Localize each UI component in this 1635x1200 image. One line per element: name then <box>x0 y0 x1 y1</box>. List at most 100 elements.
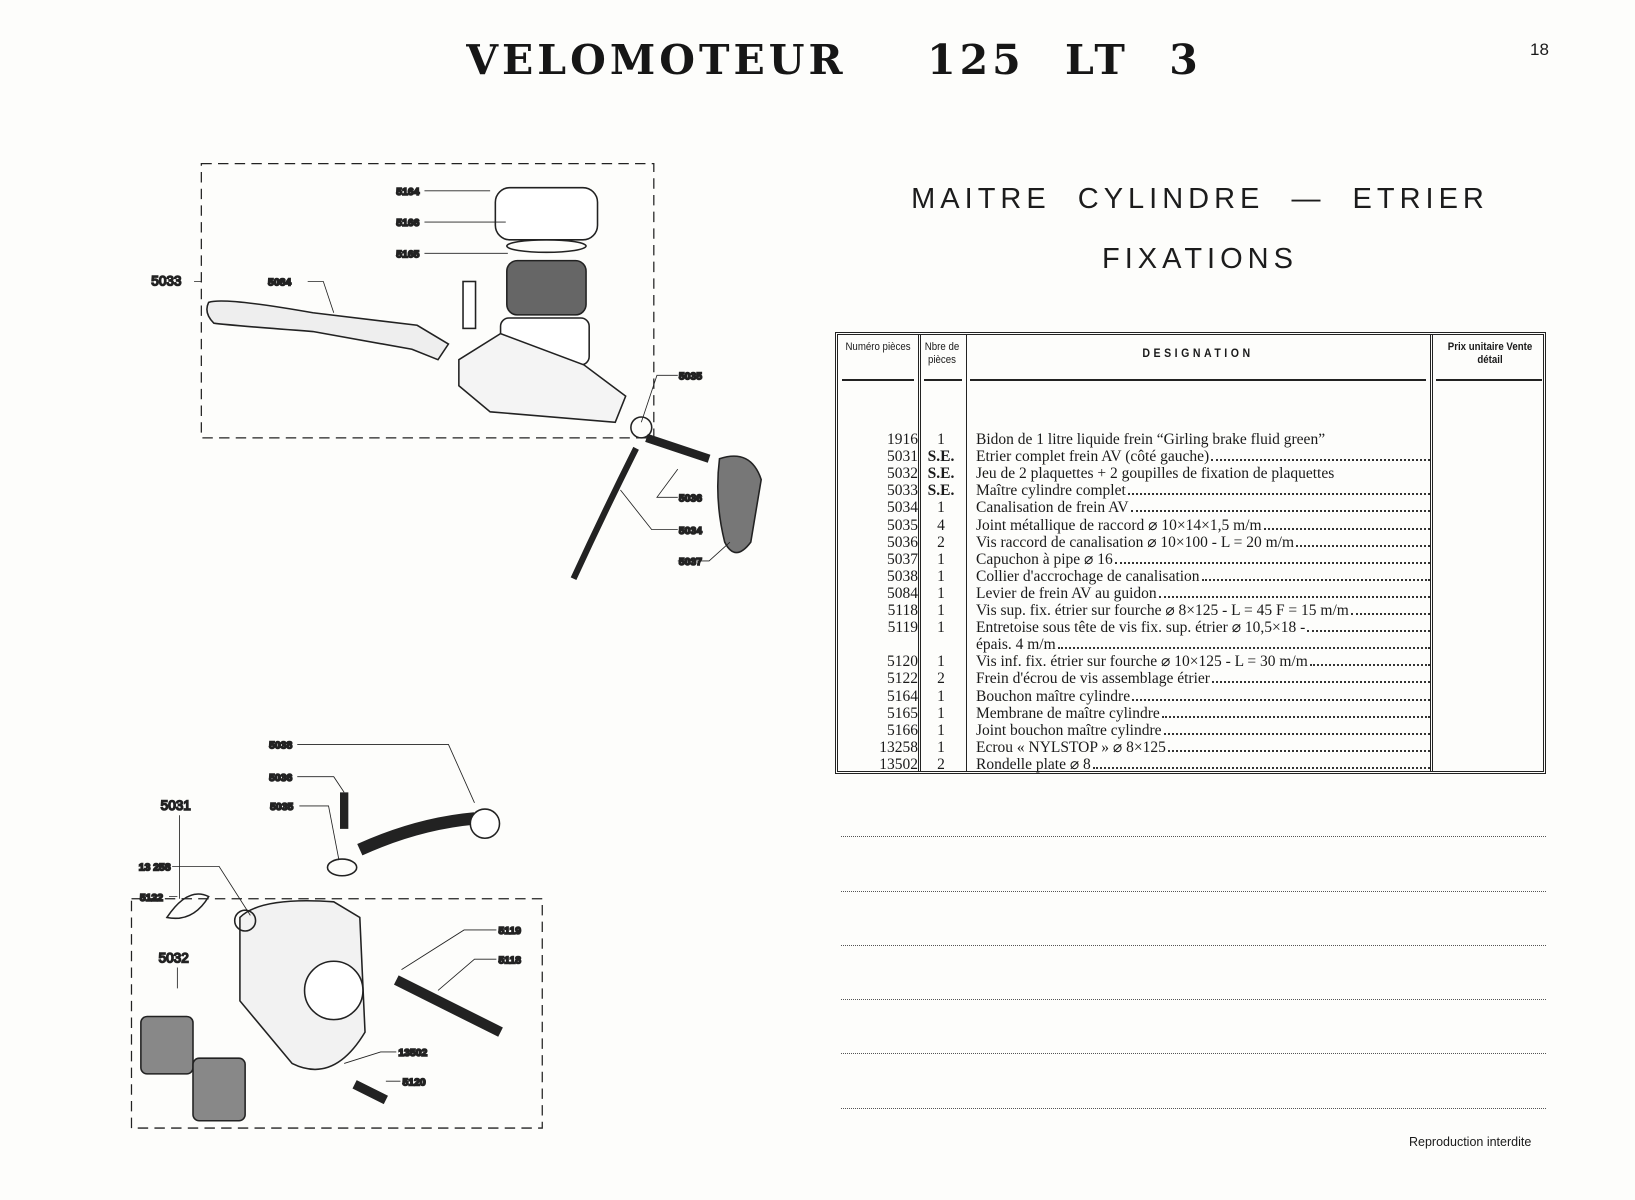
part-designation: épais. 4 m/m <box>976 636 1430 653</box>
designation-text: Levier de frein AV au guidon <box>976 584 1157 602</box>
part-number: 5033 <box>887 482 918 500</box>
part-quantity: 1 <box>937 653 945 671</box>
dot-leader <box>1296 534 1430 547</box>
part-number: 5038 <box>887 567 918 585</box>
dot-leader <box>1309 653 1430 667</box>
brake-pad <box>140 1015 194 1075</box>
lower-bolt <box>352 1080 388 1105</box>
designation-text: Membrane de maître cylindre <box>976 704 1160 722</box>
part-quantity: 2 <box>937 670 945 688</box>
part-quantity: 4 <box>937 516 945 534</box>
callout-5120: 5120 <box>403 1077 426 1088</box>
part-number: 5122 <box>887 670 918 688</box>
part-number: 5164 <box>887 687 918 705</box>
part-number: 5032 <box>887 465 918 483</box>
nylstop-nut <box>233 909 257 932</box>
designation-text: Capuchon à pipe ⌀ 16 <box>976 550 1113 568</box>
part-designation: Levier de frein AV au guidon <box>976 585 1430 602</box>
part-number: 5034 <box>887 499 918 517</box>
part-quantity: 1 <box>937 687 945 705</box>
part-quantity: 1 <box>937 721 945 739</box>
blank-line <box>841 945 1546 946</box>
part-quantity: 1 <box>937 499 945 517</box>
section-subtitle: FIXATIONS <box>1102 243 1298 275</box>
header-quantity: Nbre de pièces <box>924 341 960 366</box>
reservoir-cap <box>494 186 599 241</box>
dot-leader <box>1057 636 1430 650</box>
part-number: 1916 <box>887 431 918 448</box>
designation-text: Vis inf. fix. étrier sur fourche ⌀ 10×12… <box>976 653 1308 671</box>
brake-pad <box>192 1057 246 1122</box>
callout-5122: 5122 <box>140 893 163 904</box>
part-number: 5037 <box>887 550 918 568</box>
dot-leader <box>1211 448 1430 462</box>
designation-text: Jeu de 2 plaquettes + 2 goupilles de fix… <box>976 465 1335 483</box>
callout-5166: 5166 <box>396 218 419 229</box>
dot-leader <box>1263 517 1430 530</box>
part-designation: Capuchon à pipe ⌀ 16 <box>976 551 1430 568</box>
caliper-diagram: 5038 5036 5035 5031 13 258 5122 5032 511… <box>130 740 543 1129</box>
page-number: 18 <box>1530 40 1549 59</box>
column-divider <box>918 335 921 771</box>
part-number: 13258 <box>879 738 918 756</box>
part-designation: Joint bouchon maître cylindre <box>976 722 1430 739</box>
dot-leader <box>1130 499 1430 513</box>
part-designation: Joint métallique de raccord ⌀ 10×14×1,5 … <box>976 517 1430 534</box>
callout-5034: 5034 <box>679 526 702 537</box>
part-designation: Collier d'accrochage de canalisation <box>976 568 1430 585</box>
designation-text: Canalisation de frein AV <box>976 499 1129 517</box>
part-designation: Bidon de 1 litre liquide frein “Girling … <box>976 431 1430 448</box>
dot-leader <box>1167 739 1430 752</box>
master-cylinder-diagram: 5164 5166 5165 5033 5084 5035 5036 5034 … <box>151 163 763 580</box>
callout-5031: 5031 <box>161 798 191 813</box>
blank-line <box>841 836 1546 837</box>
blank-line <box>841 999 1546 1000</box>
leader-lines <box>194 190 731 562</box>
part-designation: Maître cylindre complet <box>976 482 1430 499</box>
part-designation: Vis sup. fix. étrier sur fourche ⌀ 8×125… <box>976 602 1430 619</box>
designation-text: Frein d'écrou de vis assemblage étrier <box>976 670 1210 688</box>
part-number: 5036 <box>887 533 918 551</box>
upper-bolt <box>393 975 503 1037</box>
part-designation: Membrane de maître cylindre <box>976 705 1430 722</box>
part-quantity: 1 <box>937 704 945 722</box>
part-quantity: 1 <box>937 602 945 619</box>
designation-text: Ecrou « NYLSTOP » ⌀ 8×125 <box>976 738 1166 756</box>
designation-text: Rondelle plate ⌀ 8 <box>976 755 1091 773</box>
part-number: 5118 <box>887 602 918 619</box>
parts-table: Numéro pièces Nbre de pièces DESIGNATION… <box>835 332 1546 774</box>
cap-seal <box>506 239 587 254</box>
dot-leader <box>1132 688 1430 701</box>
table-row: épais. 4 m/m <box>838 636 1543 653</box>
union-bolt <box>645 433 711 463</box>
part-number: 5084 <box>887 584 918 602</box>
table-row: 5034 1 Canalisation de frein AV <box>838 499 1543 516</box>
brake-lever <box>206 300 450 361</box>
pivot-bolt <box>462 280 477 330</box>
header-rule <box>924 379 962 381</box>
callout-5036: 5036 <box>269 773 292 784</box>
part-designation: Jeu de 2 plaquettes + 2 goupilles de fix… <box>976 465 1430 482</box>
joint-washer <box>630 416 653 439</box>
designation-text: Collier d'accrochage de canalisation <box>976 567 1200 585</box>
table-row: 5035 4 Joint métallique de raccord ⌀ 10×14… <box>838 517 1543 534</box>
designation-text: Etrier complet frein AV (côté gauche) <box>976 448 1210 466</box>
callout-5035: 5035 <box>679 371 702 382</box>
blank-line <box>841 1108 1546 1109</box>
dot-leader <box>1127 482 1430 496</box>
part-designation: Etrier complet frein AV (côté gauche) <box>976 448 1430 465</box>
callout-5118: 5118 <box>498 955 521 966</box>
dot-leader <box>1114 551 1430 564</box>
column-divider <box>966 335 967 771</box>
part-number: 5120 <box>887 653 918 671</box>
assembly-frame <box>130 898 543 1129</box>
designation-text: Maître cylindre complet <box>976 482 1126 500</box>
dot-leader <box>1350 602 1430 615</box>
part-number: 5035 <box>887 516 918 534</box>
column-divider <box>1430 335 1433 771</box>
part-quantity: 1 <box>937 619 945 637</box>
